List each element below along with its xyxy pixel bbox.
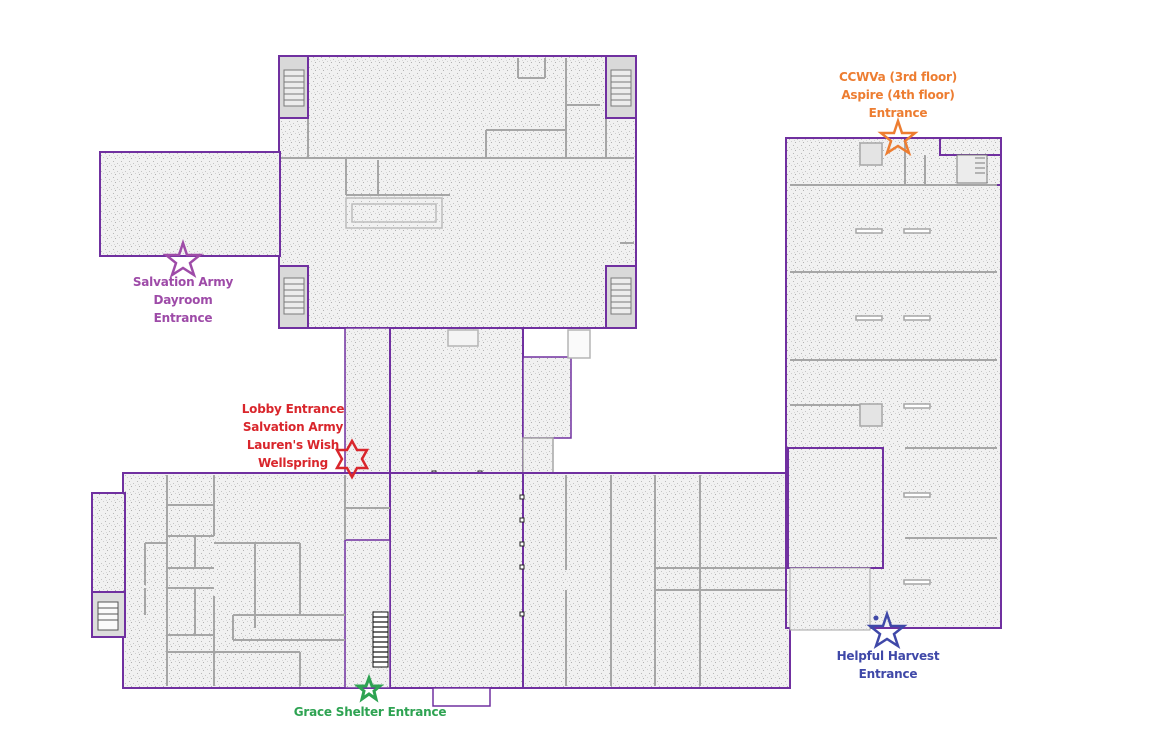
- label-line: Salvation Army: [132, 275, 234, 289]
- label-line: Entrance: [858, 667, 918, 681]
- label-line: Aspire (4th floor): [841, 88, 955, 102]
- label-line: Lobby Entrance: [241, 402, 345, 416]
- label-line: Entrance: [153, 311, 213, 325]
- stair-ne: [605, 55, 637, 119]
- label-line: Dayroom: [153, 293, 213, 307]
- star-grace-shelter-entrance[interactable]: [353, 673, 385, 703]
- label-ccwva-entrance: CCWVa (3rd floor) Aspire (4th floor) Ent…: [830, 68, 966, 122]
- star-lobby-entrance[interactable]: [334, 438, 370, 480]
- label-line: Grace Shelter Entrance: [293, 705, 447, 719]
- star-ccwva-entrance[interactable]: [877, 117, 919, 156]
- stair-sw: [278, 265, 309, 329]
- east-building: [785, 137, 1002, 631]
- label-lobby-entrance: Lobby Entrance Salvation Army Lauren's W…: [232, 400, 354, 472]
- south-wing: [91, 472, 815, 707]
- stair-nw: [278, 55, 309, 119]
- label-helpful-harvest-entrance: Helpful Harvest Entrance: [828, 647, 948, 683]
- label-line: Salvation Army: [242, 420, 344, 434]
- stair-grace: [372, 611, 389, 668]
- north-building: [99, 55, 637, 329]
- star-helpful-harvest-entrance[interactable]: [866, 610, 908, 649]
- label-line: Helpful Harvest: [836, 649, 940, 663]
- star-salvation-army-dayroom-entrance[interactable]: [162, 239, 204, 278]
- label-line: CCWVa (3rd floor): [838, 70, 958, 84]
- stair-east-north: [956, 154, 988, 184]
- label-line: Wellspring: [257, 456, 329, 470]
- stair-se: [605, 265, 637, 329]
- label-line: Entrance: [868, 106, 928, 120]
- central-lobby: [344, 327, 591, 476]
- label-line: Lauren's Wish: [246, 438, 340, 452]
- label-grace-shelter-entrance: Grace Shelter Entrance: [290, 703, 450, 721]
- label-salvation-army-dayroom-entrance: Salvation Army Dayroom Entrance: [122, 273, 244, 327]
